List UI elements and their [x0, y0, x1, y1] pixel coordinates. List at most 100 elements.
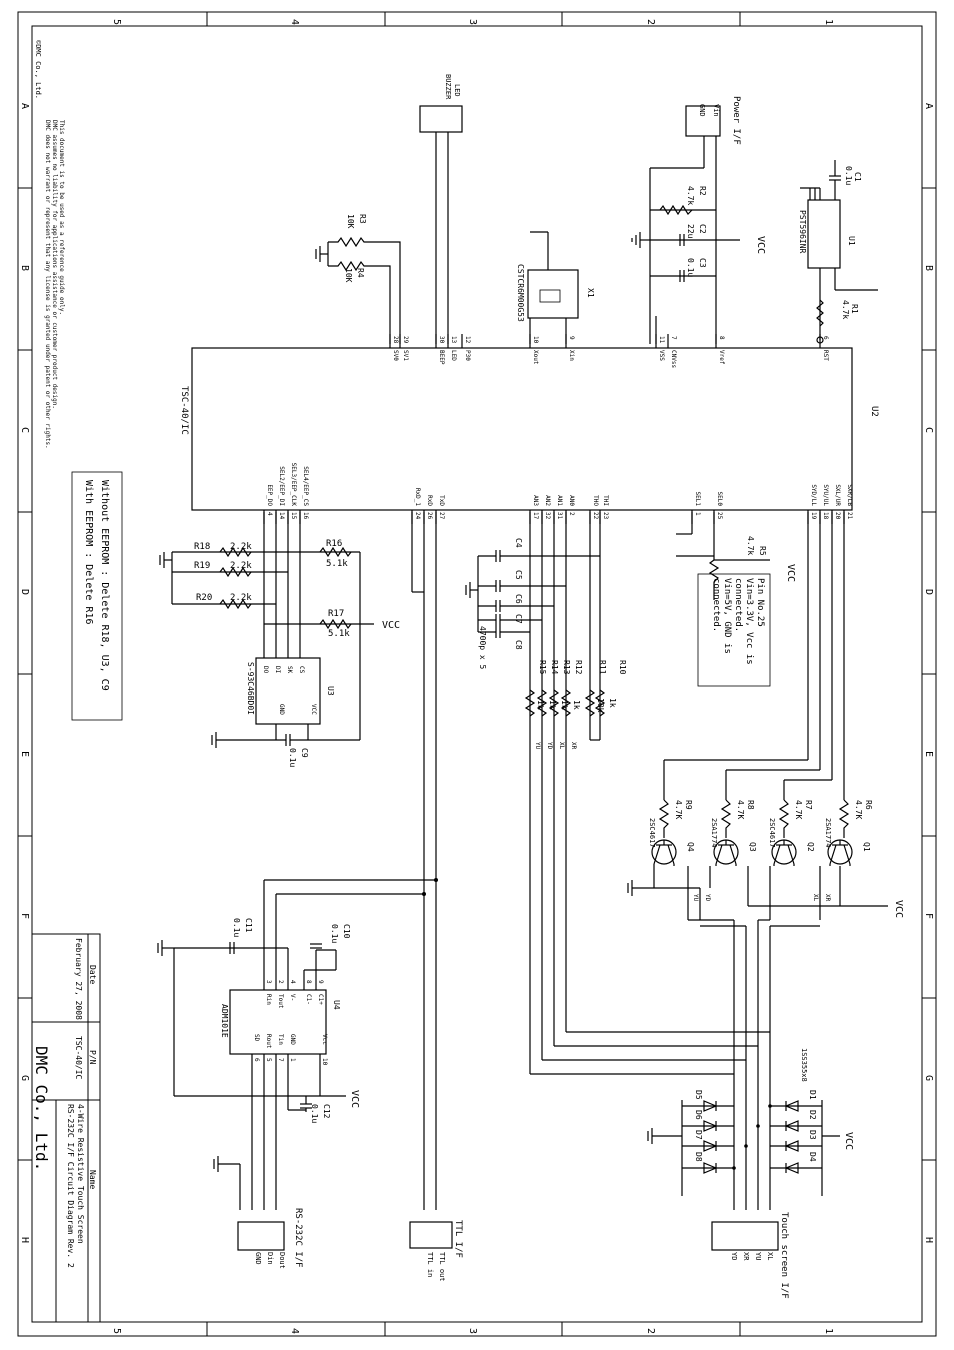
power-pin: Vin — [712, 104, 720, 117]
capacitor-c1: C1 0.1u — [829, 160, 862, 185]
u2-pin-number: 6 — [822, 336, 829, 340]
u2-ref: U2 — [869, 406, 879, 417]
resistor-r5: R5 4.7k VCC — [676, 512, 796, 600]
eeprom-lines — [159, 512, 374, 740]
capacitor-c7: C7 — [478, 614, 542, 626]
company-name: DMC Co., Ltd. — [32, 1046, 51, 1171]
drive-lines — [663, 512, 845, 800]
q3-part: 2SA1774 — [710, 818, 718, 848]
col-label: 2 — [645, 1328, 656, 1334]
r15-ref: R15 — [538, 660, 547, 675]
name-label: Name — [88, 1170, 97, 1189]
u1-name: PST596INR — [798, 210, 807, 254]
u2-pin-name: TxD — [438, 495, 445, 506]
ic-u3: U3 S-93C46BD0I CS SK DI DO GND VCC — [211, 657, 360, 748]
u2-pin-name: Xin — [568, 350, 575, 361]
net-yd: YD — [704, 894, 711, 902]
u4-pin-number: 9 — [317, 980, 324, 984]
date-value: February 27, 2008 — [74, 938, 83, 1020]
u4-pin-number: 2 — [277, 980, 284, 984]
diode-d6: D6 — [682, 1110, 734, 1132]
row-label: H — [923, 1237, 934, 1243]
col-label: 4 — [289, 1328, 300, 1334]
resistor-r12: R12 1k — [560, 660, 583, 717]
u4-pin-name: SD — [253, 1034, 260, 1042]
r19-value: 2.2k — [230, 561, 252, 571]
pn-label: P/N — [88, 1050, 97, 1065]
name-line: 4-Wire Resistive Touch Screen — [76, 1104, 85, 1244]
col-label: 2 — [645, 19, 656, 25]
row-label: B — [19, 265, 30, 271]
resistor-r4: R4 10K — [315, 242, 391, 344]
r15-value: 1k — [536, 700, 545, 710]
led-title: LED — [453, 84, 461, 97]
u4-pin-name: C1- — [305, 994, 312, 1005]
u2-pin-number: 10 — [532, 336, 539, 344]
row-label: G — [19, 1075, 30, 1081]
vcc-label: VCC — [893, 900, 904, 918]
q4-ref: Q4 — [686, 842, 695, 852]
u2-pin-number: 28 — [392, 336, 399, 344]
u2-pin-number: 22 — [592, 512, 599, 520]
vcc-label: VCC — [755, 236, 766, 254]
u3-pin: DO — [262, 666, 269, 674]
diode-ref: D2 — [808, 1110, 817, 1120]
u4-pin-name: Tin — [277, 1034, 284, 1045]
u3-pin: GND — [278, 704, 285, 715]
c2-ref: C2 — [698, 224, 707, 234]
u2-pin-number: 26 — [426, 512, 433, 520]
r16-ref: R16 — [326, 539, 342, 549]
u3-pin: CS — [298, 666, 305, 674]
u2-pin-name: SEL4/EEP_CS — [302, 466, 309, 506]
u2-pin-name: EEP_DO — [266, 484, 273, 506]
c9-value: 0.1u — [288, 748, 297, 767]
disclaimer-line: DMC assumes no liability for application… — [51, 120, 58, 409]
disclaimer-line: This document is to be used as a referen… — [58, 120, 65, 315]
c1-ref: C1 — [853, 172, 862, 182]
r10-ref: R10 — [618, 660, 627, 675]
u2-pin-number: 8 — [718, 336, 725, 340]
u2-pin-number: 1 — [694, 512, 701, 516]
q1-ref: Q1 — [862, 842, 871, 852]
r6-ref: R6 — [864, 800, 873, 810]
r4-ref: R4 — [356, 268, 365, 278]
connector-led-buzzer: LED BUZZER — [419, 74, 463, 344]
c3-ref: C3 — [698, 258, 707, 268]
u2-name: TSC-40/IC — [179, 386, 189, 435]
c12-value: 0.1u — [310, 1104, 319, 1123]
r14-ref: R14 — [550, 660, 559, 675]
col-label: 1 — [823, 1328, 834, 1334]
u2-pin-number: 32 — [544, 512, 551, 520]
r9-value: 4.7K — [674, 800, 683, 819]
diode-d1: D1 — [770, 1090, 822, 1112]
c2-value: 22u — [686, 224, 695, 239]
date-label: Date — [88, 965, 97, 984]
resistor-r3: R3 10K — [328, 214, 401, 344]
u2-pin-number: 12 — [464, 336, 471, 344]
diode-ref: D1 — [808, 1090, 817, 1100]
diode-part: 1SS355x8 — [800, 1048, 808, 1082]
diode-ref: D4 — [808, 1152, 817, 1162]
c11-ref: C11 — [244, 918, 253, 933]
u2-pin-number: 14 — [278, 512, 285, 520]
row-label: D — [19, 589, 30, 595]
u2-pin-name: AN2 — [544, 495, 551, 506]
pin25-note-line: Vin=5V, GND is — [722, 578, 732, 654]
c10-ref: C10 — [342, 924, 351, 939]
c10-value: 0.1u — [330, 924, 339, 943]
u2-pin-name: THO — [592, 495, 599, 506]
u3-pin: DI — [274, 666, 281, 674]
analog-filter — [465, 512, 601, 740]
resistor-r13: R13 1k — [548, 660, 571, 717]
vcc-label: VCC — [349, 1090, 360, 1108]
diode-d2: D2 — [770, 1110, 822, 1132]
u2-pin-name: THI — [602, 495, 609, 506]
resistor-r19: R19 2.2k — [194, 561, 252, 578]
r7-value: 4.7K — [794, 800, 803, 819]
net-yu: YU — [534, 742, 541, 750]
transistor-rail: VCC YU YD XL XR — [627, 866, 904, 1210]
r14-value: 1k — [548, 700, 557, 710]
u2-pin-name: BEEP — [438, 350, 445, 365]
r10-value: 1k — [608, 698, 617, 708]
